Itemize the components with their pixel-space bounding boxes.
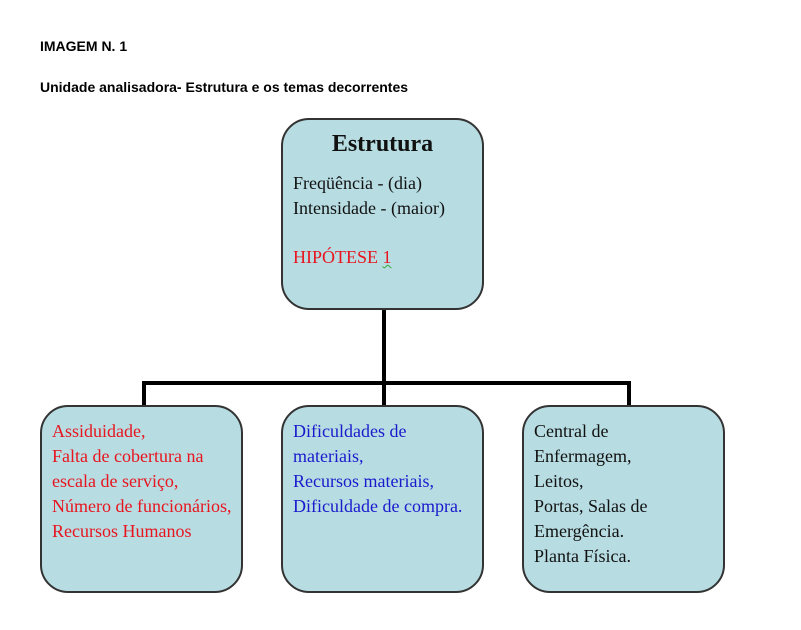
node-line: Recursos materiais, xyxy=(293,471,434,491)
connector-right xyxy=(627,381,631,406)
node-line: Central de Enfermagem, xyxy=(534,421,632,466)
node-line: Assiduidade, xyxy=(52,421,146,441)
node-line: Portas, Salas de Emergência. xyxy=(534,496,648,541)
child-node-human-resources: Assiduidade, Falta de cobertura na escal… xyxy=(40,405,243,593)
node-line: Dificuldades de materiais, xyxy=(293,421,407,466)
root-node-estrutura: Estrutura Freqüência - (dia) Intensidade… xyxy=(281,118,484,310)
diagram-subtitle: Unidade analisadora- Estrutura e os tema… xyxy=(40,79,409,95)
child-node-materials: Dificuldades de materiais, Recursos mate… xyxy=(281,405,484,593)
connector-horizontal xyxy=(142,381,631,385)
node-line: Número de funcionários, xyxy=(52,496,232,516)
node-line: Dificuldade de compra. xyxy=(293,496,463,516)
connector-left xyxy=(142,381,146,406)
connector-middle xyxy=(382,381,386,406)
hypothesis-text: HIPÓTESE xyxy=(293,247,378,267)
root-line: Freqüência - (dia) xyxy=(293,173,422,193)
node-line: Falta de cobertura na escala de serviço, xyxy=(52,446,204,491)
image-label: IMAGEM N. 1 xyxy=(40,38,128,54)
hypothesis-label: HIPÓTESE 1 xyxy=(293,245,476,270)
node-line: Recursos Humanos xyxy=(52,521,192,541)
root-title: Estrutura xyxy=(331,131,434,157)
connector-vertical xyxy=(382,310,386,385)
node-line: Planta Física. xyxy=(534,546,631,566)
root-line: Intensidade - (maior) xyxy=(293,198,445,218)
child-node-physical-plant: Central de Enfermagem, Leitos, Portas, S… xyxy=(522,405,725,593)
node-line: Leitos, xyxy=(534,471,584,491)
hypothesis-number: 1 xyxy=(382,247,392,267)
